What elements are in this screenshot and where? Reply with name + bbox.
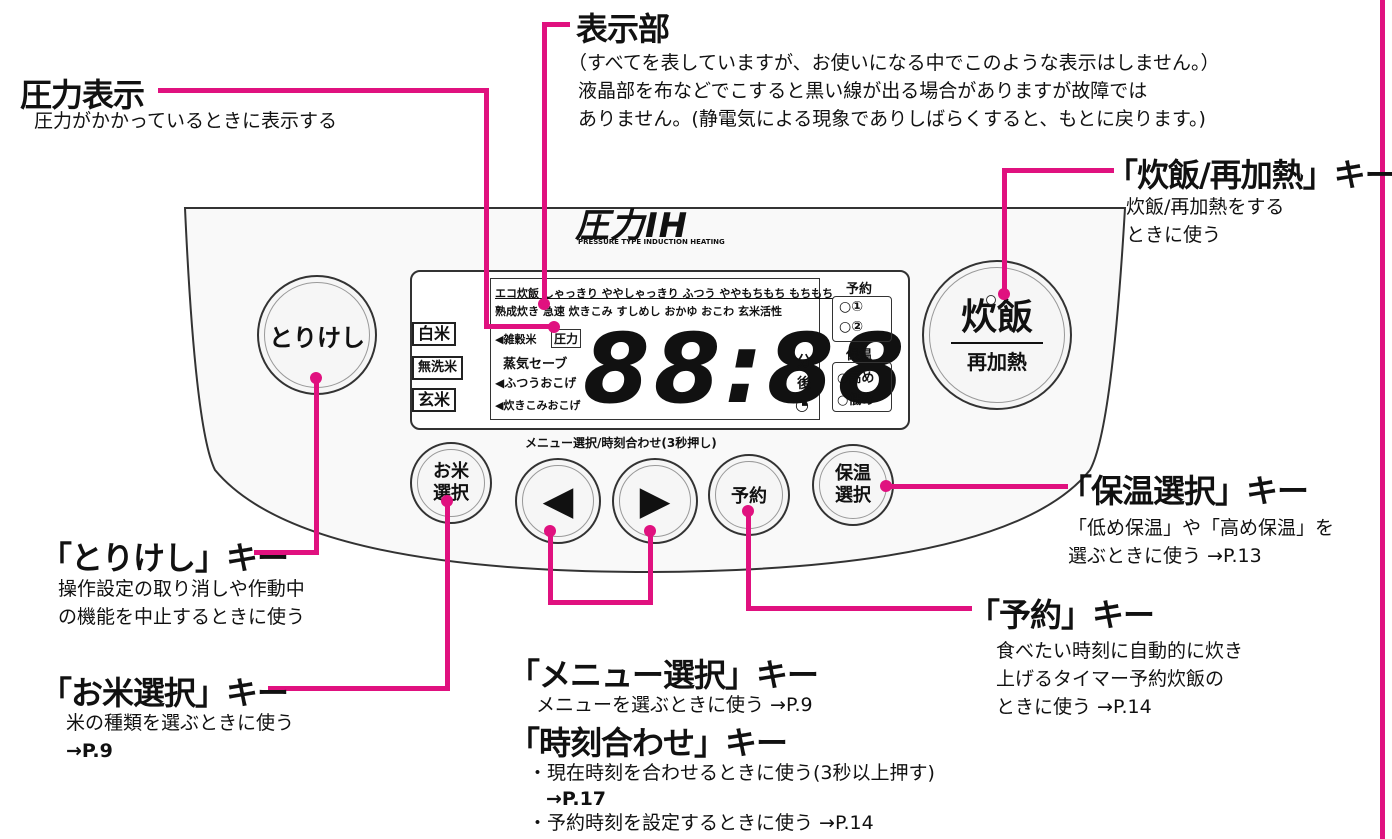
rice-key-desc-1: 米の種類を選ぶときに使う — [66, 712, 295, 734]
leader-dot-timer — [742, 505, 754, 517]
rice-key-desc-2: →P.9 — [66, 740, 113, 762]
leader-rice — [268, 686, 450, 691]
leader-pressure — [158, 88, 488, 93]
rice-select-label-1: お米 — [433, 461, 469, 482]
leader-dot-keep-warm — [880, 480, 892, 492]
leader-dot-pressure — [548, 321, 560, 333]
leader-dot-rice — [441, 495, 453, 507]
leader-pressure — [484, 88, 489, 328]
lcd-zakkoku: ◀雑穀米 — [495, 333, 537, 346]
leader-menu — [548, 600, 653, 605]
cancel-button[interactable]: とりけし — [257, 275, 377, 395]
cook-reheat-button[interactable]: 炊飯 再加熱 — [922, 260, 1072, 410]
keep-warm-key-title: 「保温選択」キー — [1060, 472, 1309, 510]
lcd-yoyaku: 予約 — [846, 282, 873, 297]
lcd-futsu-okoge: ◀ふつうおこげ — [495, 376, 577, 390]
cancel-key-desc-1: 操作設定の取り消しや作動中 — [58, 578, 305, 600]
leader-rice — [445, 500, 450, 690]
brand-logo-subtitle: PRESSURE TYPE INDUCTION HEATING — [578, 238, 725, 246]
leader-cancel — [254, 550, 319, 555]
clock-key-bullet-1b: →P.17 — [546, 788, 607, 810]
timer-key-desc-3: ときに使う →P.14 — [996, 696, 1152, 718]
cook-indicator-lamp — [986, 295, 996, 305]
reheat-label: 再加熱 — [967, 349, 1027, 374]
brand-logo: 圧力IH — [575, 206, 689, 246]
display-section-desc-2: 液晶部を布などでこすると黒い線が出る場合がありますが故障では — [578, 80, 1148, 102]
lcd-takikomi-okoge: ◀炊きこみおこげ — [495, 399, 581, 412]
leader-cook — [1002, 168, 1007, 294]
cancel-key-desc-2: の機能を中止するときに使う — [58, 606, 306, 628]
lcd-fun: 分 — [797, 354, 811, 370]
rice-type-musenmai: 無洗米 — [412, 356, 464, 380]
leader-dot-display — [538, 298, 550, 310]
lcd-side-panel: 予約 ○① ○② 保温 ○高め ○低め — [826, 278, 898, 418]
cancel-button-label: とりけし — [269, 323, 365, 352]
lcd-yoyaku-1: ○① — [839, 299, 864, 315]
page-edge-bar — [1380, 0, 1385, 839]
keep-warm-key-desc-1: 「低め保温」や「高め保温」を — [1068, 517, 1335, 539]
lcd-takame: ○高め — [837, 371, 875, 386]
leader-display — [542, 22, 547, 304]
keep-warm-label-1: 保温 — [835, 463, 871, 484]
rice-select-button[interactable]: お米 選択 — [410, 442, 492, 524]
timer-key-title: 「予約」キー — [968, 596, 1155, 634]
clock-icon: ◔ — [795, 395, 809, 414]
leader-menu — [648, 530, 653, 604]
leader-dot-cancel — [310, 372, 322, 384]
timer-key-desc-2: 上げるタイマー予約炊飯の — [996, 668, 1225, 690]
lcd-pressure: 圧力 — [551, 329, 582, 348]
display-section-desc-1: （すべてを表していますが、お使いになる中でこのような表示はしません。） — [568, 52, 1220, 74]
clock-key-bullet-1: ・現在時刻を合わせるときに使う(3秒以上押す) — [528, 762, 935, 784]
menu-left-button[interactable]: ◀ — [515, 458, 601, 544]
display-section-title: 表示部 — [576, 10, 670, 48]
leader-dot-cook — [998, 288, 1010, 300]
lcd-hikume: ○低め — [837, 393, 875, 408]
lcd-time-digits: 88:88 — [583, 313, 909, 425]
clock-key-title: 「時刻合わせ」キー — [508, 724, 788, 762]
lcd-steam-save: 蒸気セーブ — [503, 357, 568, 372]
leader-cancel — [314, 378, 319, 554]
rice-type-white: 白米 — [412, 322, 457, 346]
lcd-texture-row: エコ炊飯 しゃっきり ややしゃっきり ふつう ややもちもち もちもち — [495, 287, 834, 300]
leader-cook — [1002, 168, 1114, 173]
cook-label: 炊飯 — [960, 296, 1033, 338]
keep-warm-key-desc-2: 選ぶときに使う →P.13 — [1068, 545, 1262, 567]
lcd-hoon-box: ○高め ○低め — [832, 362, 892, 412]
lcd-yoyaku-box: ○① ○② — [832, 296, 892, 342]
timer-key-desc-1: 食べたい時刻に自動的に炊き — [996, 640, 1244, 662]
leader-timer — [746, 606, 972, 611]
lcd-yoyaku-2: ○② — [839, 319, 864, 335]
cook-divider — [951, 341, 1043, 344]
arrow-caption: メニュー選択/時刻合わせ(3秒押し) — [525, 436, 717, 450]
menu-key-title: 「メニュー選択」キー — [508, 656, 819, 694]
cancel-key-title: 「とりけし」キー — [40, 539, 289, 577]
display-section-desc-3: ありません。(静電気による現象でありしばらくすると、もとに戻ります。) — [578, 108, 1206, 130]
right-arrow-icon: ▶ — [639, 478, 671, 524]
leader-dot-menu-left — [544, 525, 556, 537]
lcd-main-area: エコ炊飯 しゃっきり ややしゃっきり ふつう ややもちもち もちもち 熟成炊き … — [490, 278, 905, 420]
leader-pressure — [484, 324, 554, 329]
leader-menu — [548, 530, 553, 604]
leader-dot-menu-right — [644, 525, 656, 537]
lcd-hoon: 保温 — [846, 348, 873, 363]
keep-warm-label-2: 選択 — [835, 485, 871, 506]
lcd-menu-row: 熟成炊き 急速 炊きこみ すしめし おかゆ おこわ 玄米活性 — [495, 305, 782, 318]
leader-display — [542, 22, 570, 27]
lcd-display: 白米 無洗米 玄米 エコ炊飯 しゃっきり ややしゃっきり ふつう ややもちもち … — [410, 270, 910, 430]
lcd-go: 後 — [797, 376, 811, 392]
cook-key-desc-2: ときに使う — [1126, 224, 1222, 246]
menu-key-desc: メニューを選ぶときに使う →P.9 — [536, 694, 813, 716]
cook-key-desc-1: 炊飯/再加熱をする — [1126, 196, 1285, 218]
leader-timer — [746, 510, 751, 610]
left-arrow-icon: ◀ — [542, 478, 574, 524]
leader-keep-warm — [884, 484, 1068, 489]
pressure-indicator-title: 圧力表示 — [20, 76, 145, 114]
rice-key-title: 「お米選択」キー — [40, 674, 289, 712]
rice-type-brown: 玄米 — [412, 388, 457, 412]
cook-key-title: 「炊飯/再加熱」キー — [1106, 156, 1392, 194]
pressure-indicator-desc: 圧力がかかっているときに表示する — [34, 110, 338, 132]
clock-key-bullet-2: ・予約時刻を設定するときに使う →P.14 — [528, 812, 874, 834]
